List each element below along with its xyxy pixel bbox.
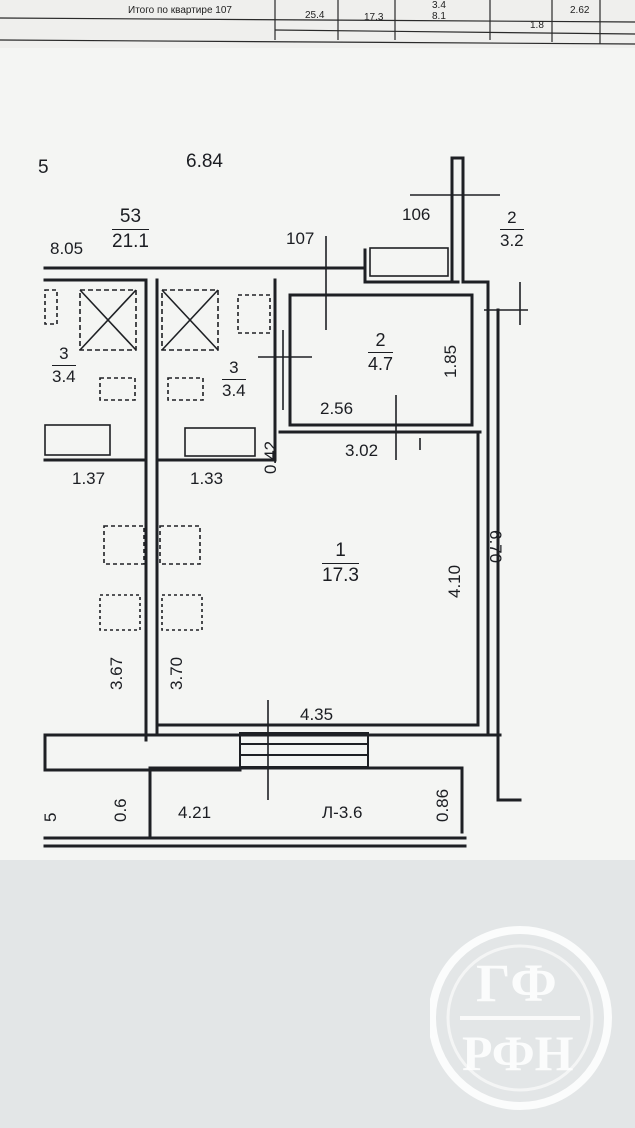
bath-left-number: 3: [52, 344, 76, 366]
table-cell-5: 2.62: [570, 5, 590, 16]
apt-53-fraction: 53 21.1: [112, 206, 149, 253]
dim-3-67: 3.67: [107, 656, 126, 690]
room-2-small-fraction: 2 3.2: [500, 208, 524, 251]
apt-107-label: 107: [286, 229, 315, 248]
table-summary-label: Итого по квартире 107: [128, 5, 232, 16]
agency-logo-watermark: [430, 926, 612, 1110]
room-1-fraction: 1 17.3: [322, 540, 359, 587]
corner-number: 5: [38, 157, 49, 178]
fixtures: [44, 247, 449, 631]
dim-4-21: 4.21: [178, 803, 212, 822]
top-width-label: 6.84: [186, 151, 223, 172]
apt-53-number: 53: [112, 206, 149, 230]
bath-left-fraction: 3 3.4: [52, 344, 76, 387]
dim-1-85: 1.85: [441, 344, 460, 378]
dim-1-37: 1.37: [72, 469, 106, 488]
edge-dim: 5: [41, 812, 60, 822]
room-1-area: 17.3: [322, 565, 359, 586]
room-2-small-number: 2: [500, 208, 524, 230]
table-strip: [0, 0, 635, 48]
dim-left-width: 8.05: [50, 239, 84, 258]
apt-53-area: 21.1: [112, 231, 149, 252]
lower-paper: [0, 860, 635, 1128]
dim-3-02: 3.02: [345, 441, 379, 460]
dim-0-6: 0.6: [111, 798, 130, 822]
table-cell-0: 25.4: [305, 10, 325, 21]
table-cell-3: 8.1: [432, 11, 446, 22]
apt-106-label: 106: [402, 205, 431, 224]
dim-6-70: 6.70: [486, 530, 505, 564]
room-2-number: 2: [368, 330, 394, 353]
dim-0-86: 0.86: [433, 788, 452, 822]
table-cell-1: 17.3: [364, 12, 384, 23]
bath-left-area: 3.4: [52, 367, 76, 386]
logo-top-letters: ГФ: [476, 953, 557, 1013]
walls: [43, 156, 522, 848]
dim-3-70: 3.70: [167, 656, 186, 690]
dim-4-35: 4.35: [300, 705, 334, 724]
bath-right-fraction: 3 3.4: [222, 358, 246, 401]
bath-right-number: 3: [222, 358, 246, 380]
dim-1-33: 1.33: [190, 469, 224, 488]
dim-4-10: 4.10: [445, 564, 464, 598]
dim-0-42: 0.42: [261, 440, 280, 474]
table-lines: [0, 0, 635, 45]
table-cell-4: 1.8: [530, 20, 544, 31]
room-2-fraction: 2 4.7: [368, 330, 394, 375]
room-1-number: 1: [322, 540, 359, 564]
logo-bottom-letters: РФН: [462, 1025, 574, 1081]
room-2-area: 4.7: [368, 354, 394, 374]
balcony-label: Л-3.6: [322, 803, 363, 822]
table-cell-2: 3.4: [432, 0, 446, 11]
bath-right-area: 3.4: [222, 381, 246, 400]
paper-sheet: [0, 48, 635, 918]
stairs: [239, 732, 369, 768]
dim-2-56: 2.56: [320, 399, 354, 418]
room-2-small-area: 3.2: [500, 231, 524, 250]
dimension-lines: [258, 194, 528, 800]
